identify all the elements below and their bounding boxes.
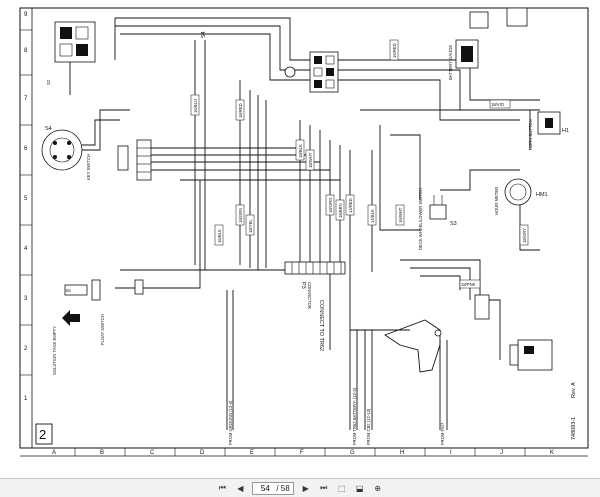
hour-meter-label: HOUR METER: [494, 187, 499, 215]
hm1-label: HM1: [536, 192, 548, 198]
wire-tag: 18/BRN: [338, 203, 343, 218]
bottom-note-fs7: FROM FS/7: [440, 422, 445, 445]
wire-tag: 14/RED: [348, 198, 353, 213]
page-number-input[interactable]: [256, 483, 275, 493]
h1-label: H1: [562, 128, 569, 134]
col-label-h: H: [400, 450, 404, 456]
wire-tag: 18/WHT: [308, 152, 313, 168]
battery-gauge-group: BATTERY GAUGE: [448, 7, 528, 80]
deck-switch-label: DECK WHEEL/LOWER SWITCH: [418, 188, 423, 250]
col-label-d: D: [200, 450, 205, 456]
prev-page-button[interactable]: ◀: [237, 483, 244, 493]
col-label-k: K: [550, 450, 554, 456]
s3-label: S3: [450, 221, 457, 227]
row-label-3: 3: [24, 296, 28, 302]
page-field: / 58: [252, 481, 294, 495]
solution-tank-label: SOLUTION TANK EMPTY: [52, 326, 57, 375]
row-label-8: 8: [24, 48, 28, 54]
wire-tag: 18/VIO: [491, 102, 505, 107]
sheet-number-box: [35, 423, 53, 445]
col-label-c: C: [150, 450, 155, 456]
float-switch-group: B1 SOLUTION TANK EMPTY FLOAT SWITCH: [52, 279, 144, 375]
float-switch-label: FLOAT SWITCH: [100, 314, 105, 345]
wire-harness: [69, 17, 540, 430]
wiring-diagram: A B C D E F G H I J K 1 2 3 4 5 6 7 8 9 …: [19, 7, 589, 457]
bottom-note-ground: FROM GROUND (12-4): [228, 400, 233, 445]
key-switch-label: KEY SWITCH: [86, 154, 91, 180]
horn-group: H1 HORN BUTTON: [528, 111, 569, 150]
drawing-rev: Rev. A: [571, 382, 577, 398]
fit-width-icon[interactable]: ⬓: [355, 483, 364, 493]
wire-tag: 16/BLK: [217, 229, 222, 243]
p3-connector: P3 CONNECTOR CONNECT TO TR62: [284, 261, 346, 351]
row-label-2: 2: [24, 346, 28, 352]
wire-tag: 18/PNK: [461, 282, 476, 287]
s2-label: S2: [46, 79, 51, 85]
schematic-sheet: A B C D E F G H I J K 1 2 3 4 5 6 7 8 9 …: [19, 7, 589, 457]
row-label-1: 1: [24, 396, 28, 402]
top-center-connector: [284, 51, 339, 93]
row-label-6: 6: [24, 146, 28, 152]
last-page-button[interactable]: ⏭: [320, 483, 328, 492]
page-total: / 58: [276, 483, 290, 493]
col-label-a: A: [52, 450, 56, 456]
col-label-b: B: [100, 450, 104, 456]
p3-desc: CONNECTOR: [307, 282, 312, 309]
p3-label: P3: [300, 282, 306, 289]
arrow-left-icon: [62, 310, 80, 326]
first-page-button[interactable]: ⏮: [218, 483, 226, 492]
row-label-4: 4: [24, 246, 28, 252]
next-page-button[interactable]: ▶: [302, 483, 309, 493]
row-label-5: 5: [24, 196, 28, 202]
row-label-9: 9: [24, 12, 28, 18]
wire-tags: 16/BLU 18/RED 18/GRN 18/YEL 18/BLK 18/WH…: [190, 39, 529, 289]
bottom-note-cb2: FROM CB2 (12-13): [366, 408, 371, 445]
key-switch-group: KEY SWITCH S4: [41, 109, 130, 180]
viewer-toolbar: ⏮ ◀ / 58 ▶ ⏭ ⬚ ⬓ ⊕: [0, 478, 600, 497]
wire-tag: 18/ORG: [328, 198, 333, 213]
zoom-icon[interactable]: ⊕: [374, 483, 382, 493]
switch-panel: S2: [46, 21, 96, 85]
wire-tag: 16/BLU: [193, 99, 198, 113]
col-label-e: E: [250, 450, 254, 456]
wire-tag: 16/RED: [392, 43, 397, 58]
left-connector-block: [117, 139, 152, 181]
col-label-i: I: [450, 450, 452, 456]
wire-tag: 18/GRN: [238, 208, 243, 223]
b1-label: B1: [66, 288, 72, 293]
s3-switch: S3 DECK WHEEL/LOWER SWITCH: [418, 188, 457, 250]
pedal-lever: [384, 294, 553, 373]
wire-tag: 18/BLK: [298, 144, 303, 158]
wire-tag: 18/GRY: [522, 228, 527, 243]
wire-tag: 14/BLK: [370, 209, 375, 223]
wire-tag: 18/YEL: [248, 219, 253, 233]
fit-page-icon[interactable]: ⬚: [337, 483, 346, 493]
wire-tag: 16/WHT: [398, 207, 403, 223]
col-label-f: F: [300, 450, 304, 456]
drawing-number: 748083-1: [571, 417, 577, 440]
wire-tag: 18/RED: [238, 103, 243, 118]
horn-button-label: HORN BUTTON: [528, 119, 533, 150]
row-label-7: 7: [24, 96, 28, 102]
battery-gauge-label: BATTERY GAUGE: [448, 45, 453, 80]
col-label-j: J: [500, 450, 503, 456]
hour-meter-group: HM1 HOUR METER: [494, 178, 548, 215]
s4-top-label: S4: [201, 31, 207, 38]
column-ruler: A B C D E F G H I J K: [52, 448, 554, 456]
sheet-number: 2: [39, 427, 46, 442]
col-label-g: G: [350, 450, 355, 456]
sheet-frame: [19, 7, 589, 449]
row-ruler: 1 2 3 4 5 6 7 8 9: [20, 12, 32, 402]
s4-left-label: S4: [45, 126, 52, 132]
connect-to-label: CONNECT TO TR62: [318, 300, 324, 351]
bottom-note-battery: FROM TR62 BATTERY- (12-3): [352, 387, 357, 445]
